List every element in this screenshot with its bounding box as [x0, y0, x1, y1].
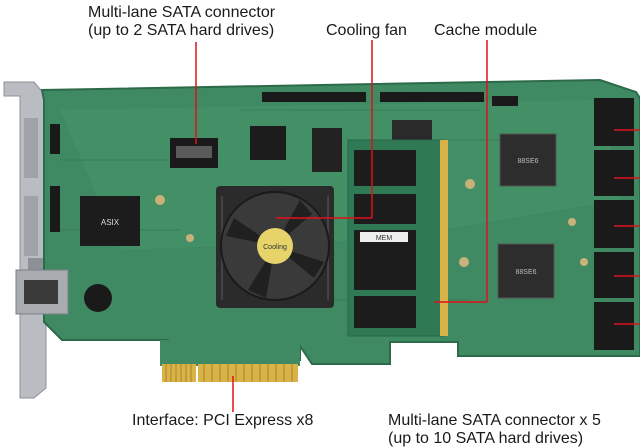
callout-sata-top: Multi-lane SATA connector (up to 2 SATA …: [88, 4, 275, 40]
leader-lines: [195, 40, 640, 412]
bridge-chip-label: ASIX: [101, 218, 120, 227]
sata-controller-chip-1: 88SE6: [499, 133, 557, 187]
sata-connector-right-3: [594, 200, 634, 248]
pin-headers: [50, 92, 518, 232]
pci-express-edge-connector: [160, 340, 300, 382]
cache-module: MEM: [347, 139, 448, 337]
capacitors: [155, 179, 588, 267]
sata-connector-right-5: [594, 302, 634, 350]
callout-cooling-fan: Cooling fan: [326, 22, 407, 39]
memory-label: MEM: [376, 235, 393, 242]
sata-controller-chip-2: 88SE6: [497, 243, 555, 299]
callout-cache-module: Cache module: [434, 22, 538, 39]
callout-interface: Interface: PCI Express x8: [132, 412, 314, 429]
regulator-chip: [312, 128, 342, 172]
sata-connector-right-1: [594, 98, 634, 146]
sata-connector-top: [170, 138, 218, 168]
ethernet-port: [15, 269, 69, 315]
callout-sata-right-line1: Multi-lane SATA connector x 5: [388, 412, 601, 429]
sata-connectors-right: [594, 98, 634, 350]
sata-connector-right-4: [594, 252, 634, 298]
processor-2-label: 88SE6: [515, 269, 536, 276]
eeprom-chip: [392, 120, 432, 142]
callout-sata-top-line2: (up to 2 SATA hard drives): [88, 22, 275, 39]
fan-sticker-label: Cooling: [263, 244, 287, 251]
controller-chip: [250, 126, 286, 160]
callout-sata-top-line1: Multi-lane SATA connector: [88, 4, 276, 21]
buzzer: [84, 284, 112, 312]
processor-1-label: 88SE6: [517, 158, 538, 165]
pci-bracket: [3, 81, 47, 399]
sata-connector-right-2: [594, 150, 634, 196]
callout-sata-right-line2: (up to 10 SATA hard drives): [388, 430, 584, 447]
callout-sata-right: Multi-lane SATA connector x 5 (up to 10 …: [388, 412, 601, 448]
cooling-fan: Cooling: [216, 186, 334, 308]
bridge-chip: ASIX: [80, 196, 140, 246]
